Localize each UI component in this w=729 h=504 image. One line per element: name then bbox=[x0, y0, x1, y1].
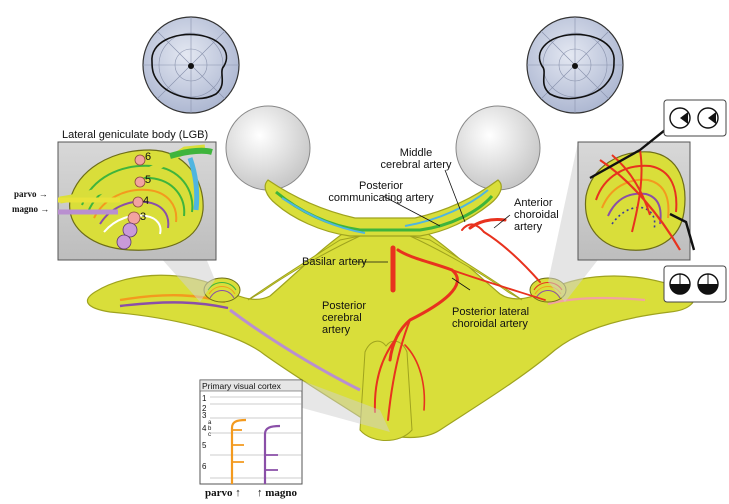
right-eyeball bbox=[456, 106, 540, 190]
cortex-layer-4: 4 bbox=[202, 424, 206, 433]
basilar-artery-label: Basilar artery bbox=[302, 256, 367, 268]
magno-input-label: magno → bbox=[12, 203, 49, 215]
field-indicator-bottom bbox=[664, 266, 726, 302]
parvo-input-label: parvo → bbox=[14, 188, 48, 200]
cortex-layer-4c: c bbox=[208, 431, 211, 440]
cortex-layer-5: 5 bbox=[202, 441, 206, 450]
left-visual-field bbox=[143, 17, 239, 113]
v1-title: Primary visual cortex bbox=[202, 381, 281, 391]
anterior-choroidal-artery bbox=[484, 232, 540, 282]
cortex-layer-3: 3 bbox=[202, 411, 206, 420]
left-eyeball bbox=[226, 106, 310, 190]
right-visual-field bbox=[527, 17, 623, 113]
magno-output-label: ↑ magno bbox=[257, 487, 297, 499]
lgb-title: Lateral geniculate body (LGB) bbox=[62, 129, 208, 141]
cortex-layer-1: 1 bbox=[202, 394, 206, 403]
field-indicator-top bbox=[664, 100, 726, 136]
lgb-layer-5-label: 5 bbox=[145, 174, 151, 186]
lgb-layer-4-label: 4 bbox=[143, 195, 149, 207]
lgb-layer-3-label: 3 bbox=[140, 211, 146, 223]
cortex-layer-6: 6 bbox=[202, 462, 206, 471]
parvo-output-label: parvo ↑ bbox=[205, 487, 241, 499]
lgb-layer-6-label: 6 bbox=[145, 151, 151, 163]
